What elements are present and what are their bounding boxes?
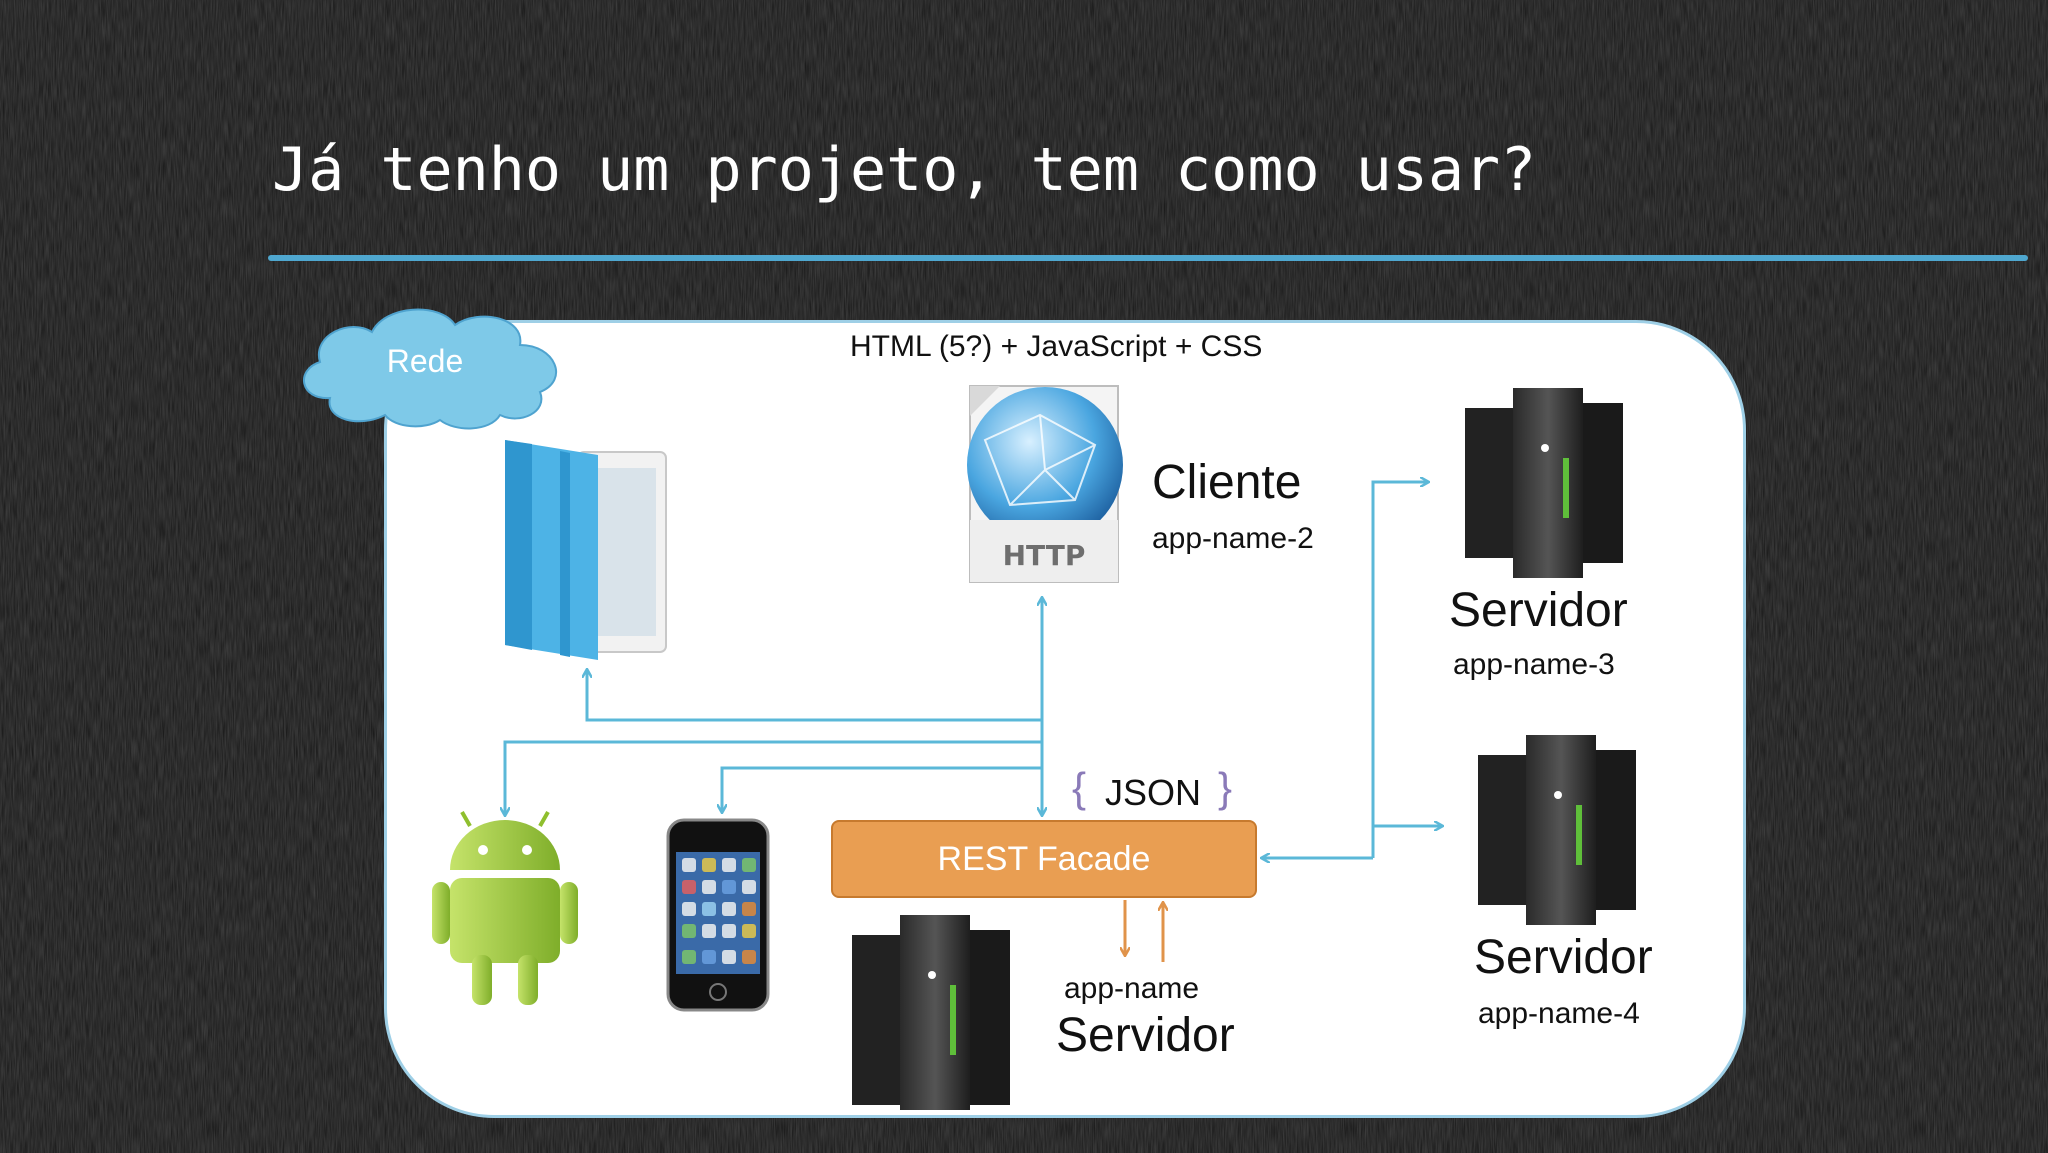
- slide-title: Já tenho um projeto, tem como usar?: [272, 135, 1537, 205]
- server3-subtitle: app-name-3: [1453, 648, 1615, 681]
- server4-title: Servidor: [1474, 931, 1653, 984]
- network-cloud-icon: [303, 308, 558, 430]
- tablet-icon: [505, 440, 667, 660]
- smartphone-icon: [666, 818, 770, 1012]
- main-server-subtitle: app-name: [1064, 972, 1200, 1005]
- cloud-label: Rede: [386, 343, 464, 379]
- server-arrows: [1125, 900, 1163, 962]
- main-server-title: Servidor: [1056, 1009, 1235, 1062]
- server3-title: Servidor: [1449, 584, 1628, 637]
- server-icon-main: [852, 915, 1010, 1110]
- android-icon: [432, 811, 578, 1005]
- title-divider: [268, 255, 2028, 261]
- http-label: HTTP: [1003, 539, 1086, 572]
- connection-arrows: [505, 482, 1442, 858]
- client-title: Cliente: [1152, 456, 1302, 509]
- client-subtitle: app-name-2: [1152, 522, 1314, 555]
- rest-facade-box: REST Facade: [831, 820, 1257, 898]
- json-brace-right: }: [1218, 764, 1233, 811]
- http-document-icon: HTTP: [967, 385, 1123, 583]
- tech-stack-caption: HTML (5?) + JavaScript + CSS: [850, 330, 1263, 363]
- server-icon-3: [1465, 388, 1623, 578]
- json-brace-left: {: [1072, 764, 1087, 811]
- rest-facade-label: REST Facade: [937, 839, 1151, 878]
- json-label: JSON: [1105, 772, 1202, 813]
- server-icon-4: [1478, 735, 1636, 925]
- server4-subtitle: app-name-4: [1478, 997, 1640, 1030]
